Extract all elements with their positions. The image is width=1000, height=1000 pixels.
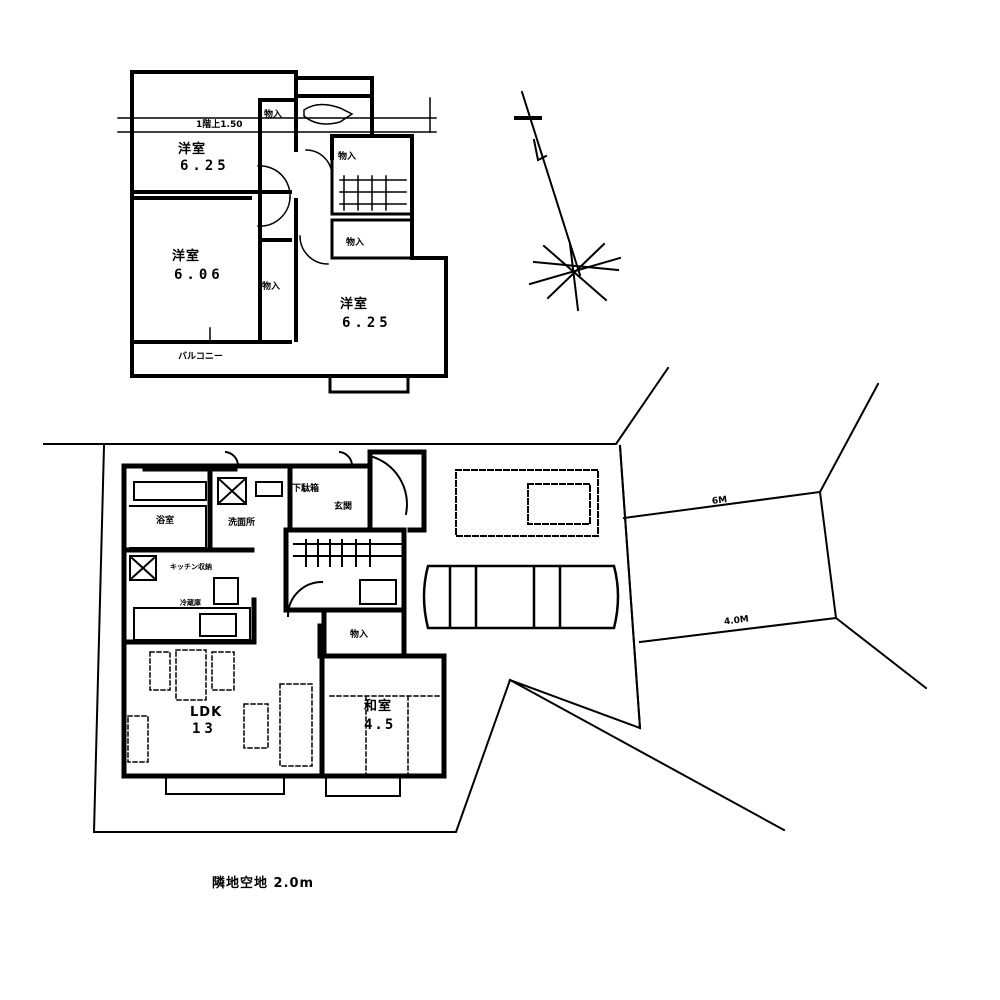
room-size-washitsu: 4.5 <box>364 717 396 733</box>
road-width-upper: 6M <box>711 495 728 507</box>
room-size-bedroom-2: 6.06 <box>174 267 224 283</box>
shoe-box-label: 下駄箱 <box>292 484 320 494</box>
site-boundary <box>43 366 928 833</box>
first-floor-plan <box>121 449 447 779</box>
balcony-label: バルコニー <box>178 352 223 362</box>
parking-outline <box>455 469 599 537</box>
kitchen-storage-label: キッチン収納 <box>170 563 212 571</box>
room-name-bedroom-3: 洋室 <box>340 297 369 312</box>
room-name-bedroom-1: 洋室 <box>178 142 207 157</box>
closet-label: 物入 <box>338 152 357 162</box>
bathroom-label: 浴室 <box>156 516 175 526</box>
closet-label: 物入 <box>350 630 369 640</box>
closet-label: 物入 <box>346 238 365 248</box>
closet-label: 物入 <box>264 110 283 120</box>
room-name-bedroom-2: 洋室 <box>172 249 201 264</box>
room-name-washitsu: 和室 <box>364 699 393 714</box>
fridge-label: 冷蔵庫 <box>180 599 201 607</box>
entrance-label: 玄関 <box>334 502 353 512</box>
washroom-label: 洗面所 <box>228 518 256 528</box>
room-size-bedroom-3: 6.25 <box>342 315 392 331</box>
room-size-bedroom-1: 6.25 <box>180 158 230 174</box>
room-size-ldk: 13 <box>192 721 217 737</box>
site-caption: 隣地空地 2.0m <box>212 876 315 891</box>
height-note: 1階上1.50 <box>196 120 243 130</box>
parked-car <box>422 564 620 630</box>
room-name-ldk: LDK <box>190 705 223 720</box>
north-compass <box>514 90 622 312</box>
closet-label: 物入 <box>262 282 281 292</box>
second-floor-plan <box>130 70 448 394</box>
